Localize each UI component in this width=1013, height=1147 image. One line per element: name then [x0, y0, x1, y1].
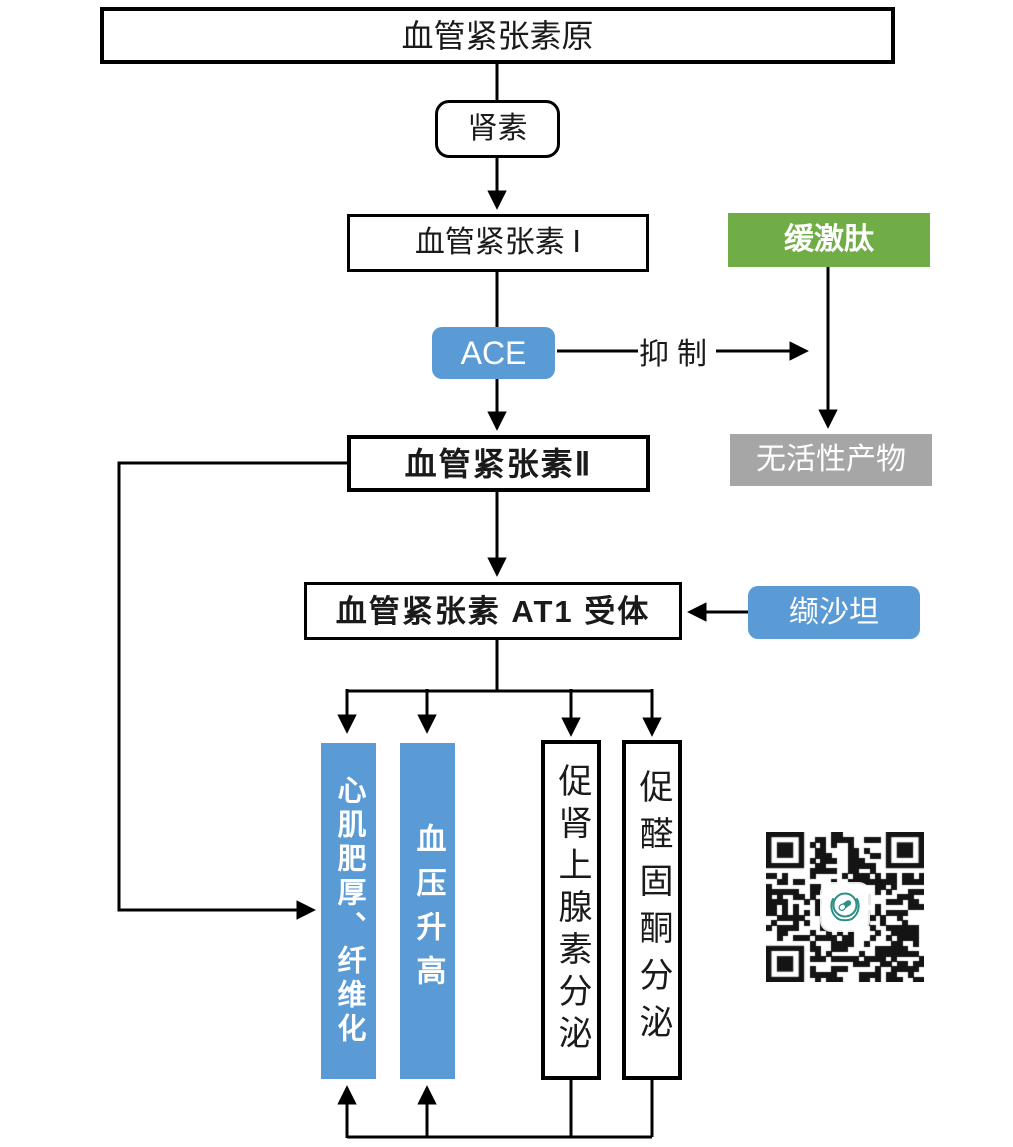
node-adrenaline-secretion: 促肾上腺素分泌 [541, 740, 601, 1080]
qr-code [766, 832, 924, 982]
node-cardiac-hypertrophy-fibrosis-label: 心肌肥厚、纤维化 [333, 775, 365, 1047]
node-at1-receptor: 血管紧张素 AT1 受体 [304, 582, 682, 640]
node-renin: 肾素 [435, 100, 560, 158]
node-bradykinin: 缓激肽 [728, 213, 930, 267]
node-adrenaline-secretion-label: 促肾上腺素分泌 [553, 763, 590, 1057]
node-aldosterone-secretion-label: 促醛固酮分泌 [634, 769, 671, 1051]
node-blood-pressure-rise-label: 血压升高 [411, 823, 445, 999]
laurel-wreath-emblem-icon [830, 892, 860, 922]
edge-label-inhibit: 抑制 [638, 330, 716, 372]
node-angiotensin-i: 血管紧张素 Ⅰ [347, 214, 649, 272]
qr-center-logo [822, 884, 868, 930]
node-blood-pressure-rise: 血压升高 [400, 743, 455, 1079]
feedback-angiotensin2-cardiac [117, 461, 347, 920]
node-valsartan: 缬沙坦 [748, 586, 920, 639]
node-inactive-products: 无活性产物 [730, 434, 932, 486]
node-cardiac-hypertrophy-fibrosis: 心肌肥厚、纤维化 [321, 743, 376, 1079]
node-ace: ACE [432, 327, 555, 379]
node-angiotensin-ii: 血管紧张素Ⅱ [347, 435, 650, 492]
node-angiotensinogen: 血管紧张素原 [100, 7, 895, 64]
node-aldosterone-secretion: 促醛固酮分泌 [622, 740, 682, 1080]
